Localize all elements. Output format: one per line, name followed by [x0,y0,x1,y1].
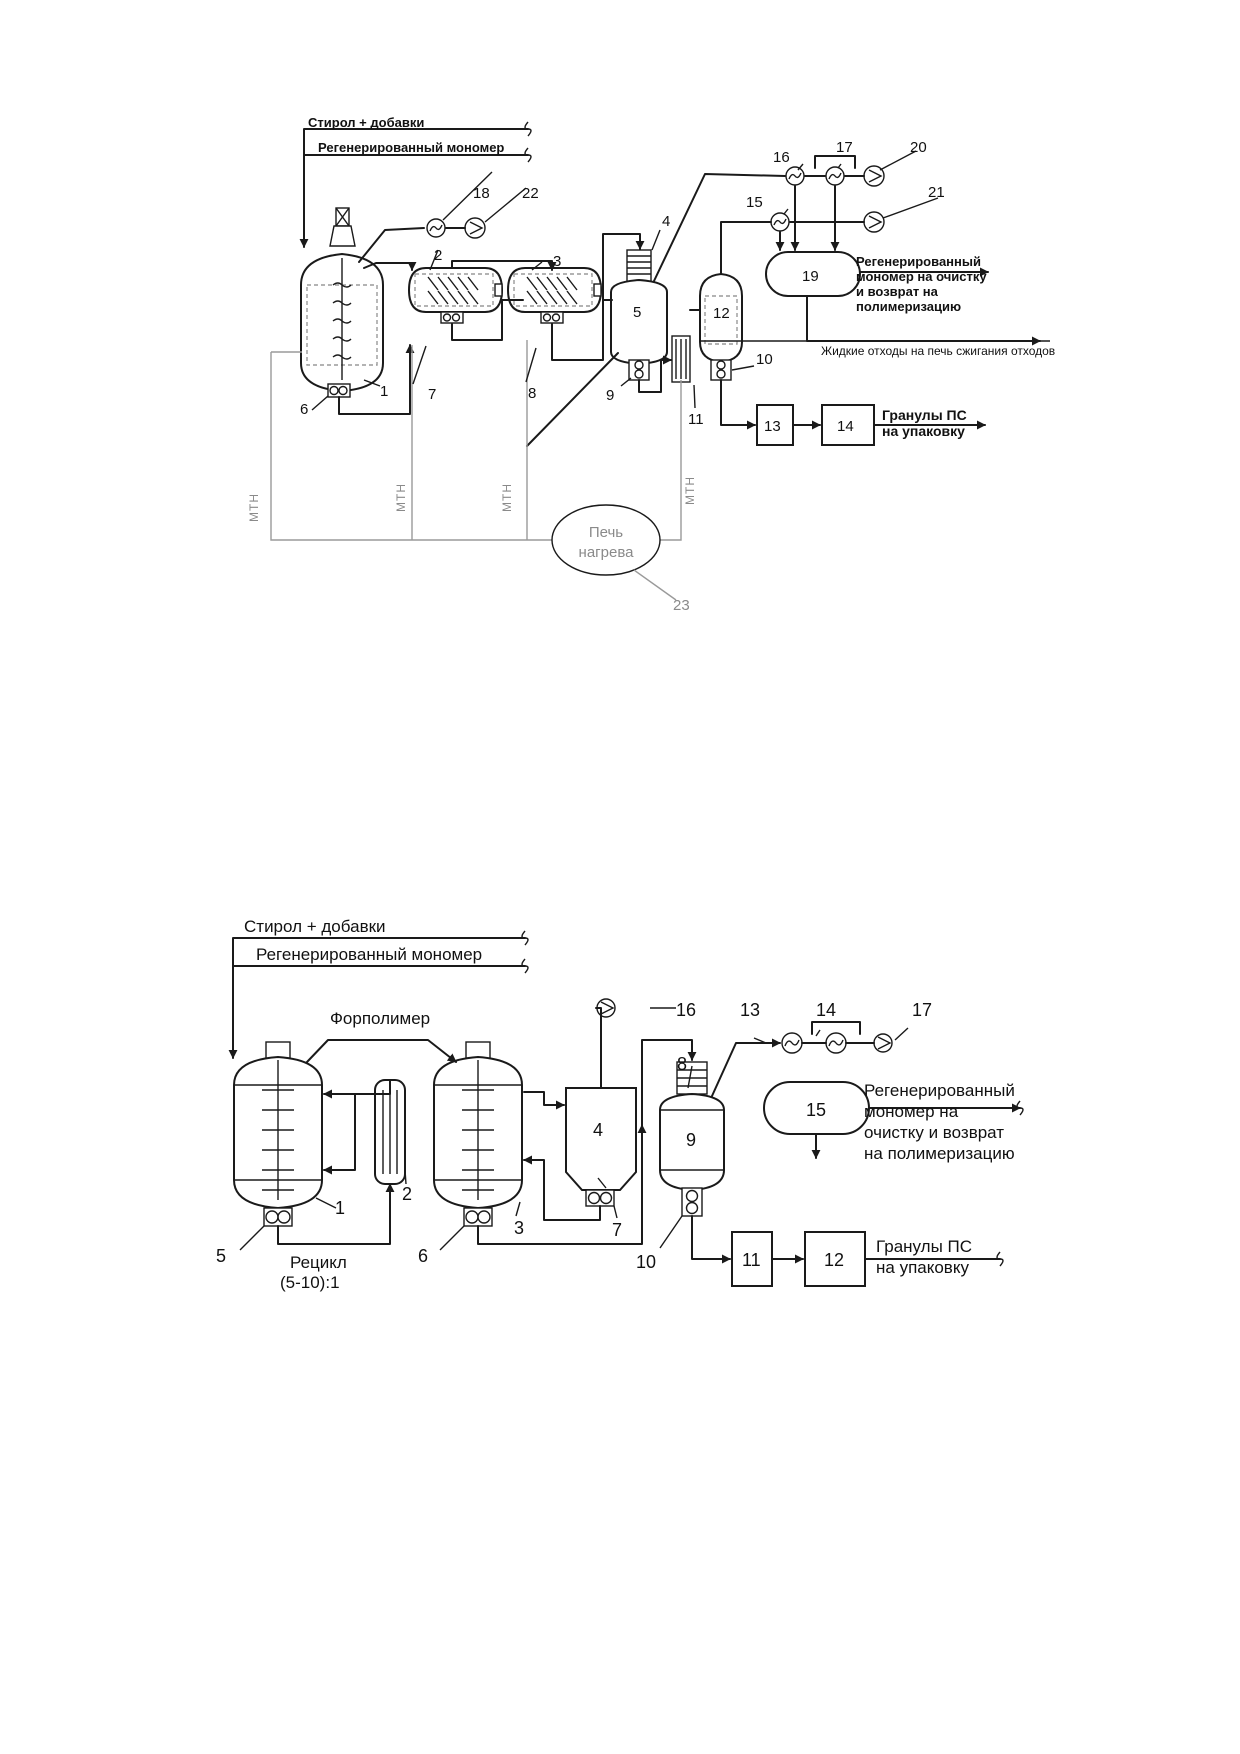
scheme-1-diagram: Стирол + добавки Регенерированный мономе… [247,115,1055,614]
s2-num-10: 10 [636,1252,656,1272]
vessel-5 [610,249,668,381]
scheme1-feed-monomer-label: Регенерированный мономер [318,140,504,155]
scheme2-regen-line3: очистку и возврат [864,1123,1004,1142]
scheme1-process-lines [338,155,1050,447]
scheme1-liquid-waste-label: Жидкие отходы на печь сжигания отходов [821,344,1055,358]
scheme1-granules-line1: Гранулы ПС [882,407,967,423]
s1-num-21: 21 [928,184,945,201]
s1-num-9: 9 [606,387,614,404]
s1-num-13: 13 [764,418,781,435]
s2-num-15: 15 [806,1100,826,1120]
s1-num-3: 3 [553,253,561,270]
reactor-1 [300,207,384,398]
scheme2-number-callouts [239,1007,909,1251]
receiver-19 [765,251,861,297]
exchanger-2-s2 [374,1079,406,1185]
recycle-label-line2: (5-10):1 [280,1273,340,1292]
condensers-and-pumps-s2 [596,998,893,1054]
s1-num-14: 14 [837,418,854,435]
exchanger-3 [506,267,603,324]
s1-num-19: 19 [802,268,819,285]
heat-carrier-loop [270,340,682,601]
scheme2-process-lines [277,1007,1024,1267]
s1-num-10: 10 [756,351,773,368]
s1-num-18: 18 [473,185,490,202]
vessel-12 [699,272,743,381]
heat-carrier-label-4: МТН [683,476,697,505]
heat-carrier-label-1: МТН [247,493,261,522]
s2-num-11: 11 [742,1250,761,1270]
scheme1-regen-line2: мономер на очистку [856,269,987,284]
scheme1-regen-line3: и возврат на [856,284,939,299]
heat-carrier-label-2: МТН [394,483,408,512]
scheme1-regen-line1: Регенерированный [856,254,981,269]
reactor-1-s2 [233,1041,323,1227]
scheme-2-diagram: Стирол + добавки Регенерированный мономе… [216,917,1024,1292]
heat-carrier-label-3: МТН [500,483,514,512]
s1-num-12: 12 [713,305,730,322]
s2-num-2: 2 [402,1184,412,1204]
scheme2-regen-line2: мономер на [864,1102,959,1121]
s2-num-7: 7 [612,1220,622,1240]
condensers-and-pumps [426,165,885,239]
s1-num-20: 20 [910,139,927,156]
s2-num-13: 13 [740,1000,760,1020]
s1-num-7: 7 [428,386,436,403]
scheme2-granules-line2: на упаковку [876,1258,969,1277]
s1-num-1: 1 [380,383,388,400]
s2-num-17: 17 [912,1000,932,1020]
furnace-label-line1: Печь [589,524,623,541]
scheme1-number-callouts [311,150,939,411]
s2-num-5: 5 [216,1246,226,1266]
s2-num-16: 16 [676,1000,696,1020]
vessel-9-s2 [659,1061,725,1217]
s1-num-4: 4 [662,213,670,230]
s1-num-17: 17 [836,139,853,156]
s2-num-4: 4 [593,1120,603,1140]
furnace-label-line2: нагрева [579,544,635,561]
scheme2-regen-line1: Регенерированный [864,1081,1015,1100]
s1-num-11: 11 [688,411,704,428]
s1-num-22: 22 [522,185,539,202]
s1-num-23: 23 [673,597,690,614]
receiver-15-s2 [763,1081,870,1135]
scheme1-feed-lines [299,121,532,248]
scheme2-regen-line4: на полимеризацию [864,1144,1015,1163]
scheme2-granules-line1: Гранулы ПС [876,1237,972,1256]
scheme1-feed-styrene-label: Стирол + добавки [308,115,424,130]
s2-num-8: 8 [677,1054,687,1074]
s1-num-6: 6 [300,401,308,418]
s2-num-12: 12 [824,1250,844,1270]
separator-4-s2 [565,1087,637,1207]
scheme1-granules-line2: на упаковку [882,423,965,439]
prepolymer-label: Форполимер [330,1009,430,1028]
scheme2-feed-styrene-label: Стирол + добавки [244,917,386,936]
s2-num-6: 6 [418,1246,428,1266]
scheme2-feed-monomer-label: Регенерированный мономер [256,945,482,964]
blocks-13-14 [756,404,875,446]
s2-num-9: 9 [686,1130,696,1150]
reactor-3-s2 [433,1041,523,1227]
s2-num-3: 3 [514,1218,524,1238]
s2-num-1: 1 [335,1198,345,1218]
s2-num-14: 14 [816,1000,836,1020]
s1-num-2: 2 [434,247,442,264]
exchanger-11 [671,335,691,383]
s1-num-15: 15 [746,194,763,211]
scheme2-feed-lines [228,930,529,1059]
exchanger-2 [407,267,504,324]
s1-num-5: 5 [633,304,641,321]
scheme1-regen-line4: полимеризацию [856,299,961,314]
s1-num-8: 8 [528,385,536,402]
recycle-label-line1: Рецикл [290,1253,347,1272]
s1-num-16: 16 [773,149,790,166]
